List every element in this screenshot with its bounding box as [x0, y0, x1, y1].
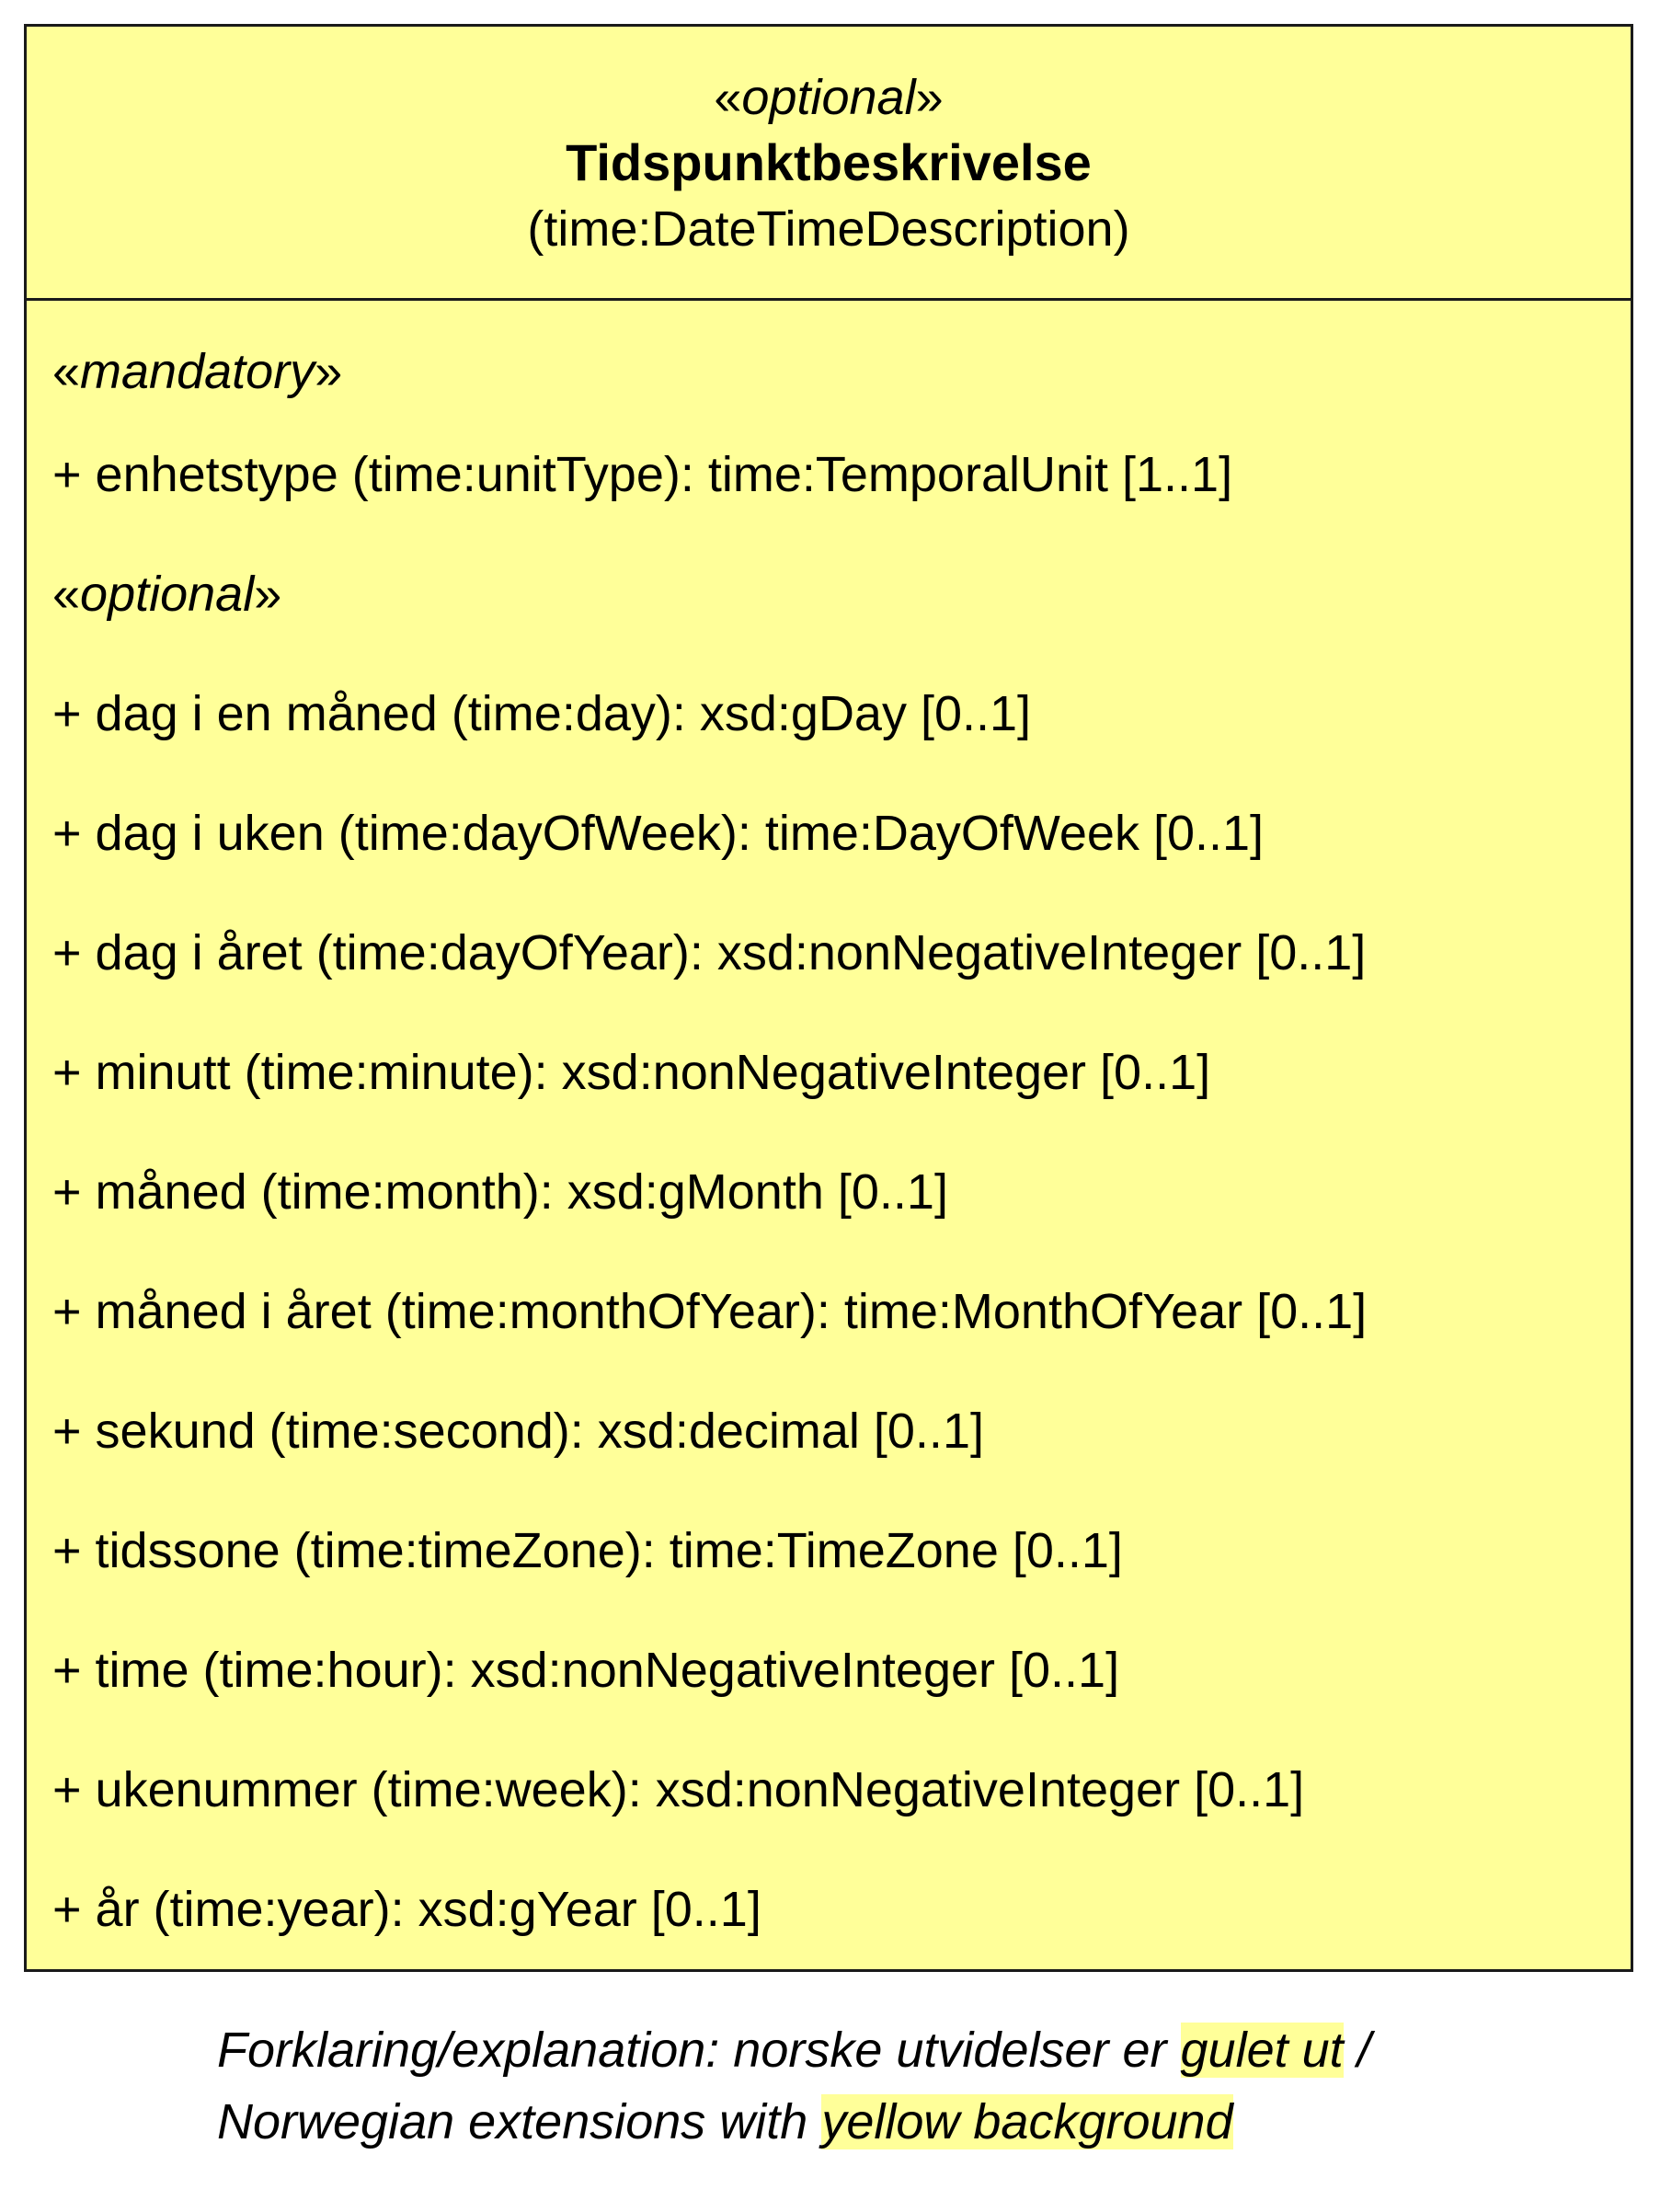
- attribute-row: + måned i året (time:monthOfYear): time:…: [52, 1284, 1368, 1339]
- class-stereotype: «optional»: [27, 65, 1631, 130]
- legend-explanation: Forklaring/explanation: norske utvidelse…: [217, 2014, 1371, 2158]
- attribute-row: + dag i uken (time:dayOfWeek): time:DayO…: [52, 806, 1265, 861]
- stereotype-open: «: [52, 344, 81, 399]
- attribute-row: + måned (time:month): xsd:gMonth [0..1]: [52, 1164, 948, 1220]
- stereotype-text: optional: [80, 567, 255, 622]
- attribute-row: + sekund (time:second): xsd:decimal [0..…: [52, 1404, 984, 1459]
- attribute-row: + time (time:hour): xsd:nonNegativeInteg…: [52, 1643, 1120, 1698]
- stereotype-open: «: [52, 567, 81, 622]
- stereotype-text: optional: [741, 70, 916, 125]
- uml-class-box: «optional» Tidspunktbeskrivelse (time:Da…: [24, 24, 1633, 1972]
- legend-line-2: Norwegian extensions with yellow backgro…: [217, 2086, 1371, 2158]
- attribute-row: + tidssone (time:timeZone): time:TimeZon…: [52, 1523, 1123, 1578]
- legend-text: Norwegian extensions with: [217, 2094, 822, 2149]
- stereotype-close: »: [254, 567, 282, 622]
- legend-line-1: Forklaring/explanation: norske utvidelse…: [217, 2014, 1371, 2086]
- attribute-row: + enhetstype (time:unitType): time:Tempo…: [52, 447, 1233, 502]
- stereotype-close: »: [315, 344, 343, 399]
- attribute-row: + ukenummer (time:week): xsd:nonNegative…: [52, 1762, 1305, 1817]
- attribute-row: + dag i året (time:dayOfYear): xsd:nonNe…: [52, 925, 1367, 980]
- attribute-row: + dag i en måned (time:day): xsd:gDay [0…: [52, 686, 1032, 741]
- attribute-row: + minutt (time:minute): xsd:nonNegativeI…: [52, 1045, 1211, 1100]
- legend-highlight: gulet ut: [1180, 2023, 1344, 2078]
- attribute-row: + år (time:year): xsd:gYear [0..1]: [52, 1882, 761, 1937]
- legend-highlight: yellow background: [821, 2094, 1233, 2149]
- class-name: Tidspunktbeskrivelse: [566, 133, 1092, 191]
- group-stereotype-mandatory: «mandatory»: [52, 328, 1631, 415]
- legend-text: /: [1343, 2023, 1371, 2078]
- stereotype-text: mandatory: [80, 344, 315, 399]
- attribute-compartment: «mandatory» + enhetstype (time:unitType)…: [27, 301, 1631, 1969]
- class-uri: (time:DateTimeDescription): [527, 201, 1130, 257]
- stereotype-close: »: [915, 70, 944, 125]
- class-header: «optional» Tidspunktbeskrivelse (time:Da…: [27, 27, 1631, 301]
- group-stereotype-optional: «optional»: [52, 534, 1631, 654]
- legend-text: Forklaring/explanation: norske utvidelse…: [217, 2023, 1181, 2078]
- stereotype-open: «: [714, 70, 742, 125]
